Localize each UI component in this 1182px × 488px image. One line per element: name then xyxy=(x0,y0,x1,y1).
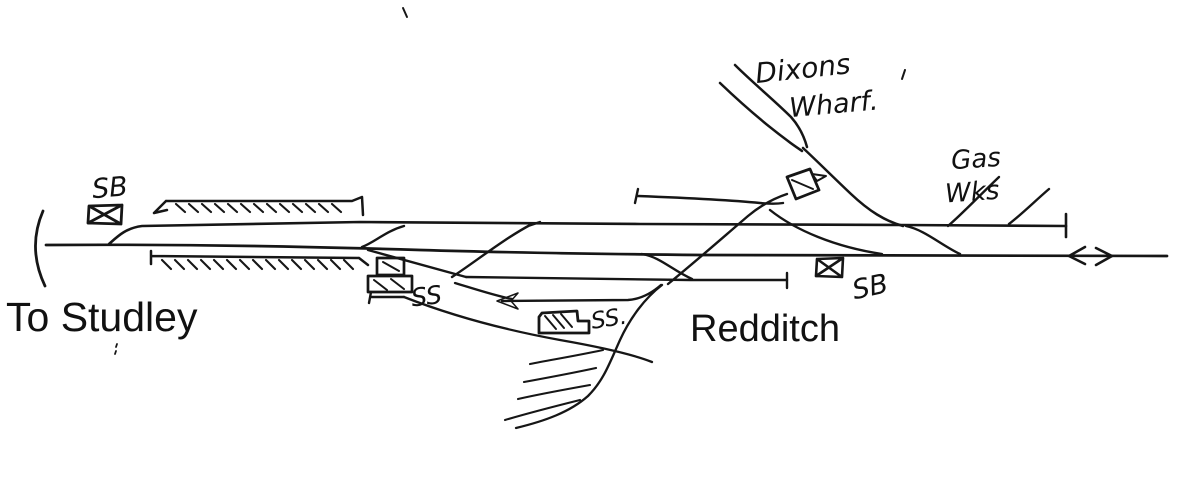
gas-works-branch-1 xyxy=(946,175,1001,228)
stray-mark-top xyxy=(402,7,408,18)
crossed-box-icon xyxy=(86,203,124,226)
dixons-branch-line-a xyxy=(733,63,809,149)
signal-box-left-symbol xyxy=(86,203,124,226)
wagon-turntable-symbol xyxy=(785,167,827,201)
dixons-branch-single xyxy=(801,146,905,228)
yard-fan-line-1 xyxy=(528,348,605,366)
gas-label: Gas xyxy=(950,143,1002,176)
wharf-label: Wharf. xyxy=(788,85,879,124)
tilted-box-diagonal xyxy=(791,179,814,190)
yard-to-loop-diagonal xyxy=(450,220,542,279)
main-to-yard-link xyxy=(366,248,468,279)
upper-platform-edge xyxy=(152,195,365,217)
wks-label: Wks xyxy=(944,176,1000,210)
arrow-left-icon xyxy=(1067,245,1087,266)
lower-platform xyxy=(149,249,370,271)
lower-platform-edge xyxy=(149,249,370,267)
branch-to-main-link xyxy=(768,208,884,256)
loop-main-merge-right xyxy=(904,224,962,256)
upper-platform xyxy=(152,195,365,217)
crossover-left xyxy=(360,224,406,249)
yard-fan-line-4 xyxy=(503,398,582,422)
tilted-box-icon xyxy=(785,167,821,201)
yard-link-b xyxy=(453,281,514,301)
redditch-label: Redditch xyxy=(690,308,840,350)
shed-lower-box xyxy=(366,274,414,294)
shed-lower-hatch xyxy=(373,278,405,291)
crossed-box-icon xyxy=(814,256,845,279)
station-shed-symbol xyxy=(366,256,414,294)
yard-to-wharf-steep-line xyxy=(666,192,789,286)
yard-shed-outline xyxy=(537,309,591,335)
dixons-branch-line-b xyxy=(718,81,804,153)
arrowed-siding xyxy=(500,283,663,303)
ss-station-label: SS xyxy=(409,280,443,313)
gas-works-branch-2 xyxy=(1007,187,1051,226)
stray-mark-colon xyxy=(114,343,118,355)
yard-fan-spine xyxy=(514,283,664,430)
signal-box-right-symbol xyxy=(814,256,845,279)
to-studley-label: To Studley xyxy=(6,294,198,340)
shed-siding xyxy=(367,290,406,305)
sb-right-label: SB xyxy=(849,268,890,306)
yard-fan xyxy=(503,283,664,430)
yard-fan-line-2 xyxy=(522,366,598,384)
dixons-label: Dixons xyxy=(754,47,852,90)
shed-upper-hatch xyxy=(382,261,400,272)
shed-siding-diagonal xyxy=(402,295,654,364)
left-continuation-arc xyxy=(34,209,47,288)
yard-siding xyxy=(464,275,789,282)
main-line xyxy=(44,243,1169,258)
arrow-right-icon xyxy=(1094,246,1114,267)
yard-shed-symbol xyxy=(537,309,591,335)
loop-line xyxy=(107,220,1068,246)
ss-yard-label: SS. xyxy=(589,304,628,335)
yard-fan-line-3 xyxy=(516,383,592,401)
upper-end-siding xyxy=(633,187,785,205)
sb-left-label: SB xyxy=(91,171,129,205)
yard-shed-hatch xyxy=(544,313,573,330)
upper-platform-hatching xyxy=(174,202,343,214)
lower-platform-hatching xyxy=(160,258,355,271)
siding-arrowhead-icon xyxy=(496,292,519,310)
stray-mark-apostrophe xyxy=(901,69,906,80)
tilted-box-flag-icon xyxy=(811,173,827,182)
main-yard-link-2 xyxy=(640,252,694,281)
